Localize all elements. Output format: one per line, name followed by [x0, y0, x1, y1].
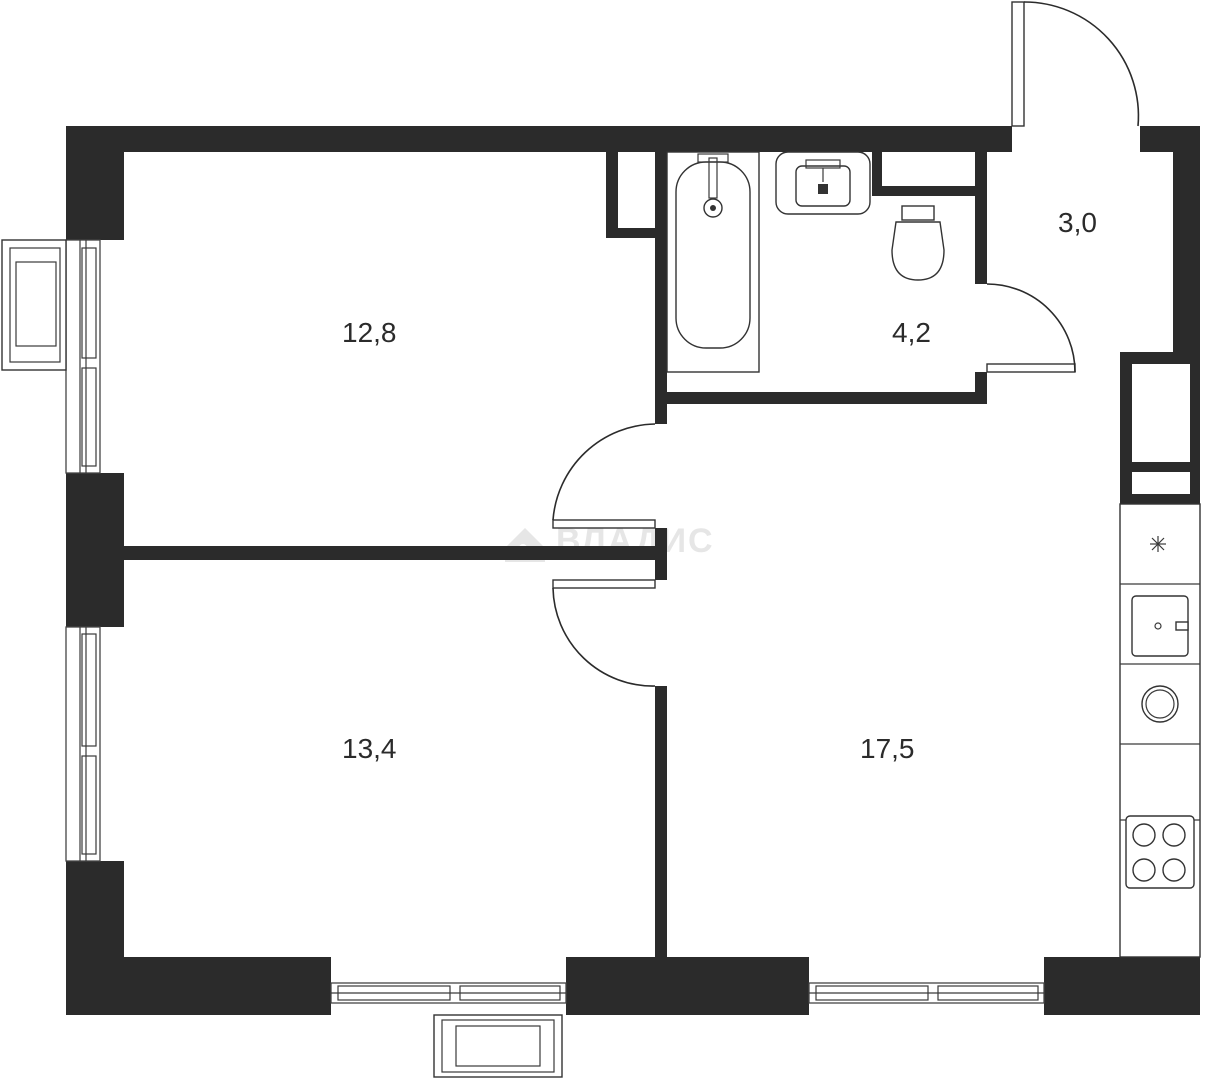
sink-icon	[775, 151, 871, 215]
doors	[552, 1, 1140, 687]
kitchen-sink-icon	[1131, 595, 1189, 657]
walls	[66, 126, 1200, 1015]
balconies	[1, 239, 563, 1078]
interior-walls	[124, 152, 987, 957]
windows	[65, 239, 1045, 1004]
bedroom-top-area-label: 12,8	[342, 317, 397, 348]
toilet-icon	[891, 205, 945, 281]
bedroom-bottom-area-label: 13,4	[342, 733, 397, 764]
kitchen-fixtures	[1119, 503, 1201, 958]
ventilation-icon	[1150, 536, 1166, 552]
hall-area-label: 3,0	[1058, 207, 1097, 238]
washing-machine-icon	[1141, 685, 1179, 723]
stove-icon	[1125, 815, 1195, 889]
bathtub-icon	[666, 151, 760, 373]
living-kitchen-area-label: 17,5	[860, 733, 915, 764]
bathroom-area-label: 4,2	[892, 317, 931, 348]
bathroom-fixtures	[666, 151, 945, 373]
